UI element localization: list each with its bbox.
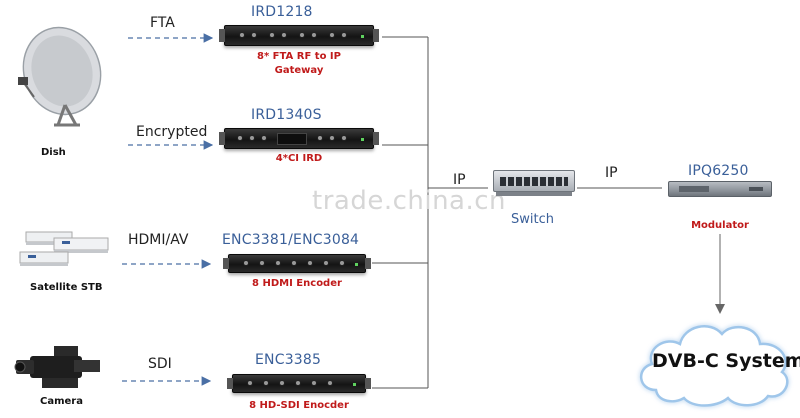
ipq6250-title: IPQ6250 [688,163,749,179]
ird1340s-title: IRD1340S [251,107,322,123]
ipq6250-desc: Modulator [668,219,772,233]
enc3385-desc: 8 HD-SDI Enocder [232,399,366,413]
dvbc-system-label: DVB-C System [652,350,800,372]
watermark: trade.china.cn [312,186,506,216]
hdmi-av-label: HDMI/AV [128,232,189,248]
enc3385-title: ENC3385 [255,352,321,368]
enc3381-device [228,254,366,273]
sdi-label: SDI [148,356,172,372]
camera-label: Camera [40,396,83,407]
ipq6250-device [668,181,772,197]
satellite-dish-icon [10,25,110,135]
ird1218-device [224,25,374,46]
ip-left-label: IP [453,172,466,188]
ird1218-desc: 8* FTA RF to IP Gateway [224,50,374,78]
ird1340s-device [224,128,374,149]
ip-right-label: IP [605,165,618,181]
encrypted-label: Encrypted [136,124,207,140]
dish-label: Dish [41,147,66,158]
switch-label: Switch [511,212,554,227]
enc3385-device [232,374,366,393]
switch-device [493,170,575,192]
satellite-stb-label: Satellite STB [30,282,103,293]
switch-base [496,192,572,196]
satellite-stb-icon [18,230,110,272]
enc3381-desc: 8 HDMI Encoder [228,277,366,291]
ird1218-title: IRD1218 [251,4,313,20]
camera-icon [12,340,108,395]
enc3381-title: ENC3381/ENC3084 [222,232,359,248]
fta-label: FTA [150,15,175,31]
ird1340s-desc: 4*CI IRD [224,152,374,166]
